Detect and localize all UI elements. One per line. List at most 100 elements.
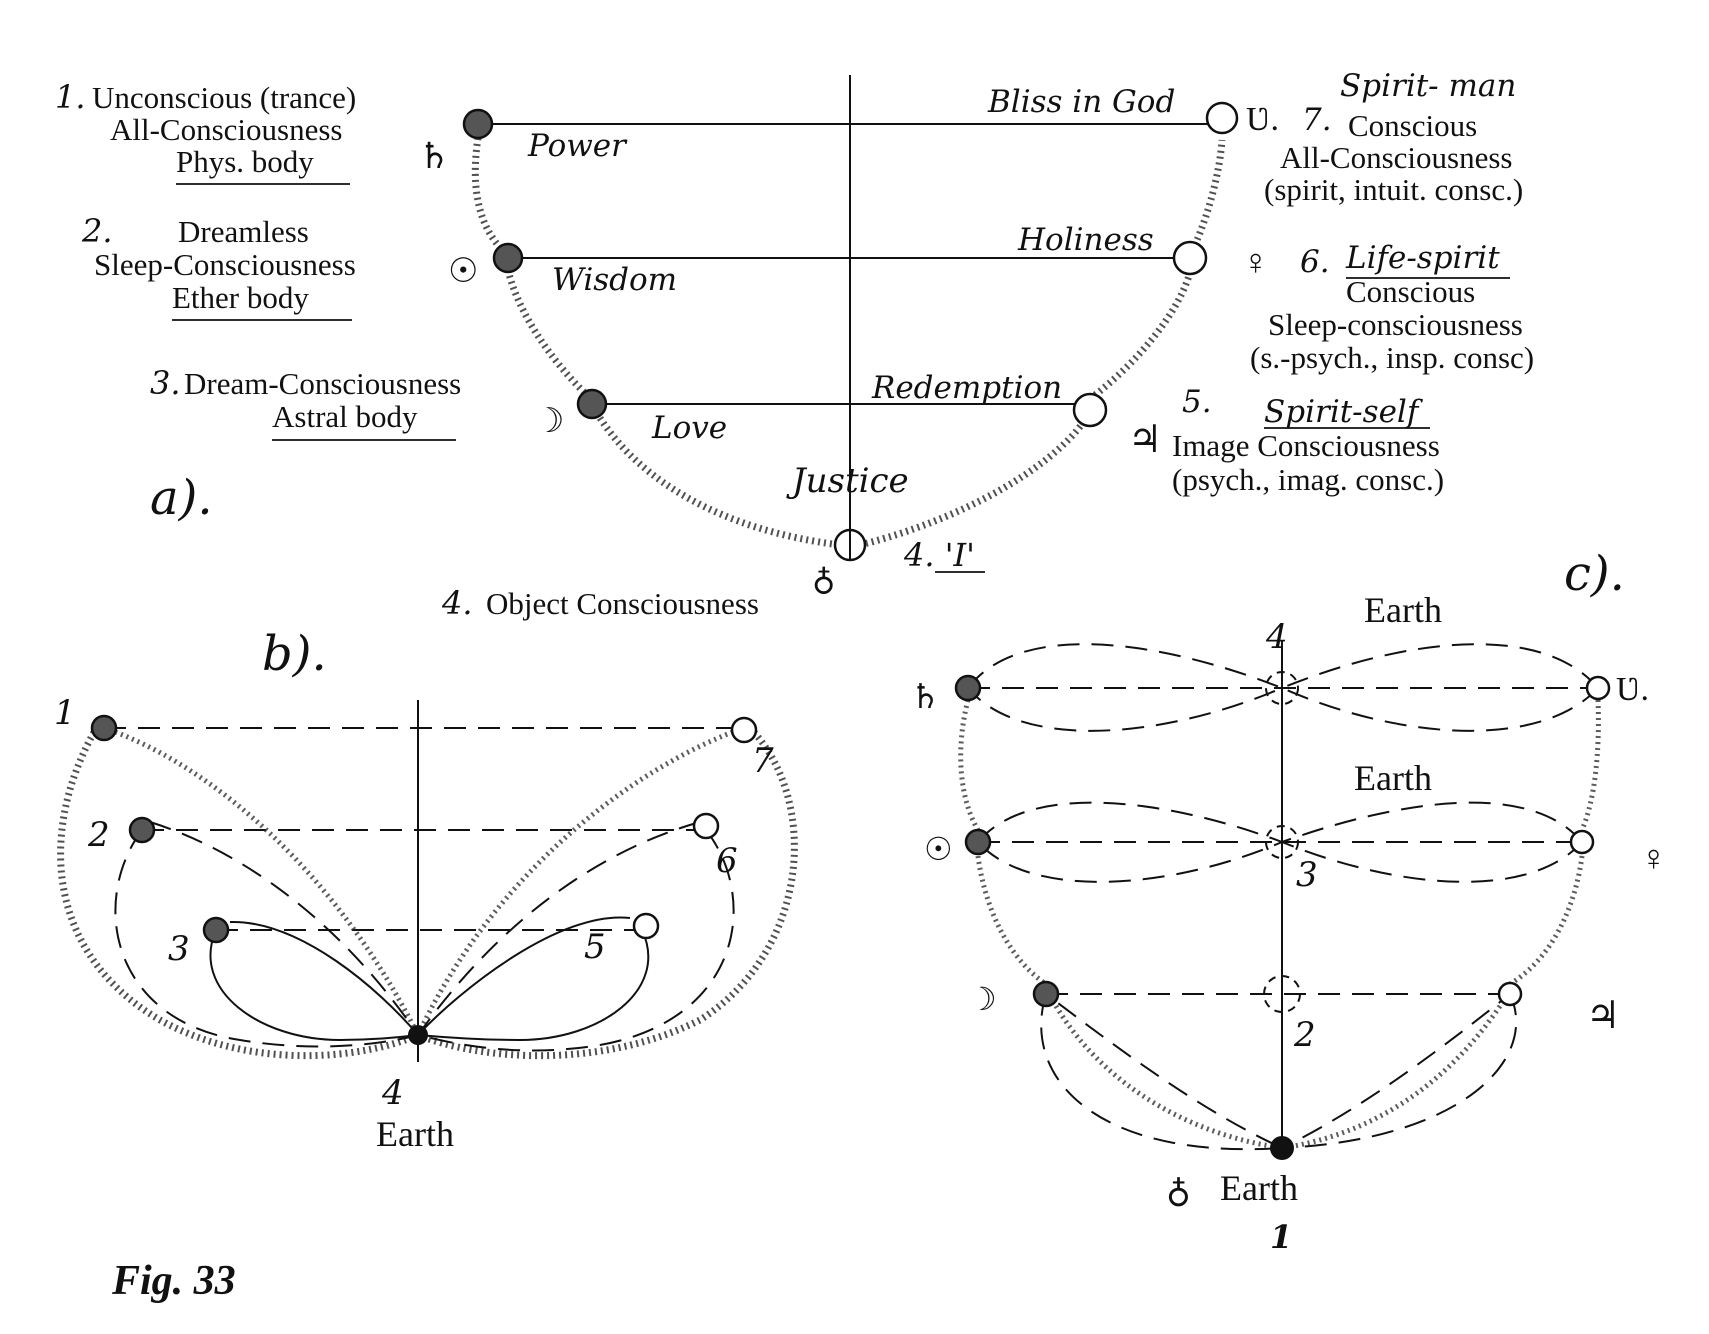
label-2-line1: Dreamless: [178, 214, 309, 249]
panel-c-point-saturn: [954, 674, 982, 702]
panel-c-point-vulcan: [1585, 675, 1611, 701]
sun-icon: ☉: [448, 253, 478, 290]
figure-caption: Fig. 33: [111, 1258, 236, 1304]
panel-b-point-3: [202, 916, 230, 944]
panel-c-num-3: 3: [1296, 855, 1318, 895]
label-7-title: Spirit- man: [1340, 68, 1516, 104]
panel-c-hatch-r2: [1508, 855, 1585, 987]
panel-c-hatch-r3: [1293, 1004, 1503, 1149]
point-1: [462, 108, 494, 140]
label-2-num: 2.: [81, 212, 113, 250]
panel-b-loop-5: [415, 916, 650, 1042]
hatch-3-4: [597, 416, 841, 549]
label-7-line3: (spirit, intuit. consc.): [1264, 172, 1523, 207]
label-7-line2: All-Consciousness: [1280, 140, 1513, 175]
label-6-title: Life-spirit: [1345, 240, 1500, 276]
label-7-line1: Conscious: [1348, 108, 1477, 143]
label-2-line2: Sleep-Consciousness: [94, 247, 356, 282]
point-2: [492, 242, 524, 274]
panel-b-num-7: 7: [752, 741, 774, 781]
panel-c-hatch-l2: [975, 855, 1048, 987]
panel-c-num-2: 2: [1293, 1015, 1316, 1055]
label-4-num: 4.: [441, 584, 473, 622]
panel-b-loop-6: [417, 829, 735, 1052]
jupiter-icon: ♃: [1128, 419, 1162, 461]
panel-c-loop-bottom-right: [1281, 992, 1518, 1149]
panel-c-loop-mid-right: [1279, 801, 1584, 883]
label-1-line2: All-Consciousness: [110, 112, 343, 147]
virtue-wisdom: Wisdom: [552, 262, 677, 298]
point-7: [1205, 101, 1239, 135]
label-6-line2: Sleep-consciousness: [1268, 307, 1523, 342]
panel-b-point-earth: [408, 1025, 428, 1045]
panel-b-earth-label: Earth: [376, 1114, 454, 1154]
label-5-title: Spirit-self: [1264, 394, 1424, 430]
panel-c-loop-top-right: [1279, 643, 1600, 732]
label-3-num: 3.: [150, 364, 181, 402]
panel-b-num-6: 6: [716, 841, 738, 881]
panel-b-loop-6b: [417, 821, 701, 1036]
hatch-1-2: [471, 137, 508, 255]
label-object-consciousness: Object Consciousness: [486, 586, 759, 621]
panel-b-loop-3: [209, 920, 420, 1042]
panel-b-loop-2: [114, 829, 419, 1048]
panel-c-hatch-l1: [958, 699, 981, 832]
panel-b-num-3: 3: [168, 929, 190, 969]
label-1-line3: Phys. body: [176, 144, 314, 179]
panel-c-sun-icon: ☉: [924, 831, 953, 867]
virtue-redemption: Redemption: [871, 370, 1062, 406]
panel-a-label: a).: [150, 470, 213, 526]
panel-c-point-sun: [964, 828, 992, 856]
panel-b-loop-2b: [149, 821, 419, 1036]
panel-c-earth-mid: Earth: [1354, 758, 1432, 798]
panel-b-point-7: [730, 716, 758, 744]
label-3-line1: Dream-Consciousness: [184, 366, 461, 401]
venus-icon: ♀: [1242, 242, 1269, 282]
panel-b-point-2: [128, 816, 156, 844]
panel-b-outer-right: [416, 725, 798, 1060]
point-5: [1072, 392, 1108, 428]
label-6-num: 6.: [1300, 244, 1330, 280]
panel-c-moon-icon: ☽: [968, 981, 997, 1017]
hatch-2-3: [504, 269, 593, 401]
label-5-line1: Image Consciousness: [1172, 428, 1440, 463]
panel-c-hatch-r1: [1579, 699, 1601, 831]
panel-c-jupiter-icon: ♃: [1586, 995, 1620, 1037]
label-3-line2: Astral body: [272, 399, 418, 434]
vulcan-icon: Ʋ.: [1246, 101, 1279, 138]
panel-c-saturn-icon: ♄: [910, 679, 940, 716]
panel-b-point-1: [90, 714, 118, 742]
panel-b-outer-left: [57, 720, 420, 1060]
panel-b: b). 1 2 3 7 6 5 4 Earth: [54, 626, 798, 1154]
saturn-icon: ♄: [418, 136, 450, 176]
panel-c-earth-label: Earth: [1220, 1168, 1298, 1208]
virtue-bliss: Bliss in God: [987, 84, 1175, 120]
panel-c-point-earth: [1270, 1136, 1294, 1160]
label-2-line3: Ether body: [172, 280, 309, 315]
label-1-num: 1.: [55, 78, 86, 116]
label-6-line1: Conscious: [1346, 274, 1475, 309]
hatch-6-7: [1191, 139, 1226, 247]
panel-c-num-1: 1: [1270, 1218, 1292, 1256]
label-i: 4. 'I': [903, 536, 975, 574]
panel-c-loop-bottom-left: [1040, 992, 1283, 1151]
panel-b-petal-1: [103, 725, 421, 1037]
label-6-line3: (s.-psych., insp. consc): [1250, 340, 1534, 375]
label-7-num: 7.: [1302, 102, 1332, 138]
panel-b-num-4: 4: [381, 1073, 404, 1113]
point-3: [576, 388, 608, 420]
panel-c-hatch-l3: [1053, 1004, 1271, 1149]
panel-c-ring-4: [1265, 671, 1299, 705]
panel-c-earth-symbol: ♁: [1166, 1173, 1191, 1210]
panel-c-ring-3: [1265, 825, 1299, 859]
hatch-5-6: [1092, 271, 1194, 398]
label-1-line1: Unconscious (trance): [92, 80, 356, 115]
panel-c-point-venus: [1569, 829, 1595, 855]
panel-b-point-5: [632, 912, 660, 940]
panel-c-venus-icon: ♀: [1640, 838, 1667, 878]
virtue-power: Power: [527, 128, 628, 164]
panel-c-point-moon: [1032, 980, 1060, 1008]
panel-b-label: b).: [262, 626, 327, 682]
panel-c-earth-top: Earth: [1364, 590, 1442, 630]
